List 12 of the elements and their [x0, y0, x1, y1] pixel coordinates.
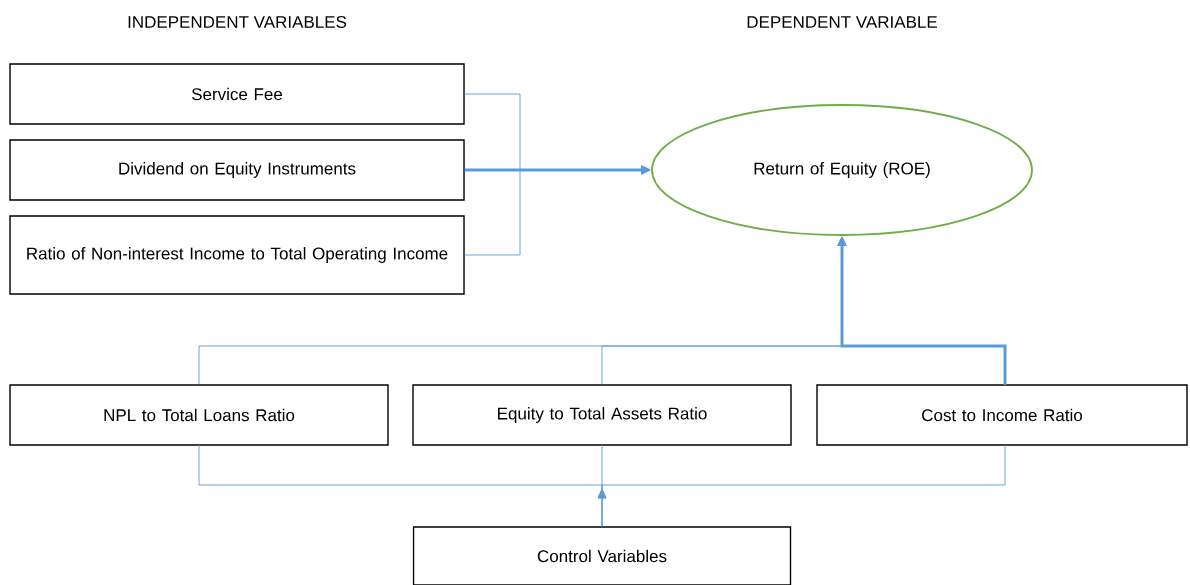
oval-node: Return of Equity (ROE): [651, 104, 1033, 236]
section-heading: DEPENDENT VARIABLE: [747, 16, 937, 28]
section-heading: INDEPENDENT VARIABLES: [128, 15, 347, 28]
variable-box: Service Fee: [9, 63, 465, 125]
connector-arrow: [597, 444, 1006, 527]
connector-arrow: [464, 165, 651, 256]
variable-box: Control Variables: [412, 526, 792, 585]
variable-box: Dividend on Equity Instruments: [9, 139, 465, 201]
variable-box: Ratio of Non-interest Income to Total Operating Income: [9, 215, 465, 295]
variable-box: Equity to Total Assets Ratio: [412, 384, 792, 446]
variable-box: NPL to Total Loans Ratio: [9, 384, 389, 446]
variable-box: Cost to Income Ratio: [816, 384, 1188, 446]
